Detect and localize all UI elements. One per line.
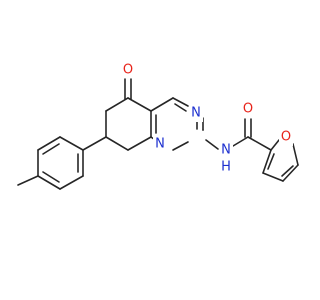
bond-layer — [17, 78, 299, 190]
bond — [172, 97, 189, 107]
bond — [105, 136, 129, 151]
bond — [262, 172, 284, 182]
bond — [42, 171, 60, 183]
bond — [37, 175, 61, 190]
bond — [205, 139, 219, 150]
atom-label: O — [281, 130, 291, 145]
bond — [172, 141, 189, 151]
molecule-drawing: O N N N H O O — [17, 63, 299, 190]
bond — [82, 136, 107, 151]
bond — [105, 97, 129, 112]
atom-label: N — [191, 106, 201, 121]
atom-label: O — [243, 102, 253, 117]
bond — [42, 143, 60, 155]
pyrimidine-n1-label: N — [153, 136, 167, 152]
bond — [281, 165, 294, 177]
ketone-oxygen-label: O — [123, 63, 133, 78]
bond — [282, 164, 299, 182]
bond — [174, 103, 187, 112]
pyrimidine-n3-label: N — [189, 106, 203, 122]
atom-label: N — [221, 143, 231, 158]
amide-oxygen-label: O — [243, 102, 253, 117]
bond — [59, 136, 84, 151]
amide-nh-label: N H — [219, 143, 233, 175]
bond — [232, 136, 249, 147]
atom-layer: O N N N H O O — [123, 63, 293, 175]
atom-label: H — [221, 160, 231, 175]
bond — [267, 153, 275, 170]
bond — [270, 139, 280, 151]
bond — [127, 97, 152, 112]
bond — [247, 136, 272, 151]
atom-label: N — [155, 137, 165, 152]
bond — [17, 175, 39, 186]
bond — [37, 136, 61, 151]
bond — [150, 97, 174, 112]
bond — [127, 136, 152, 151]
bond — [262, 149, 272, 174]
furan-oxygen-label: O — [279, 130, 293, 146]
atom-label: O — [123, 63, 133, 78]
structure-diagram: O N N N H O O — [17, 63, 299, 190]
bond — [59, 175, 84, 190]
bond — [292, 143, 299, 166]
